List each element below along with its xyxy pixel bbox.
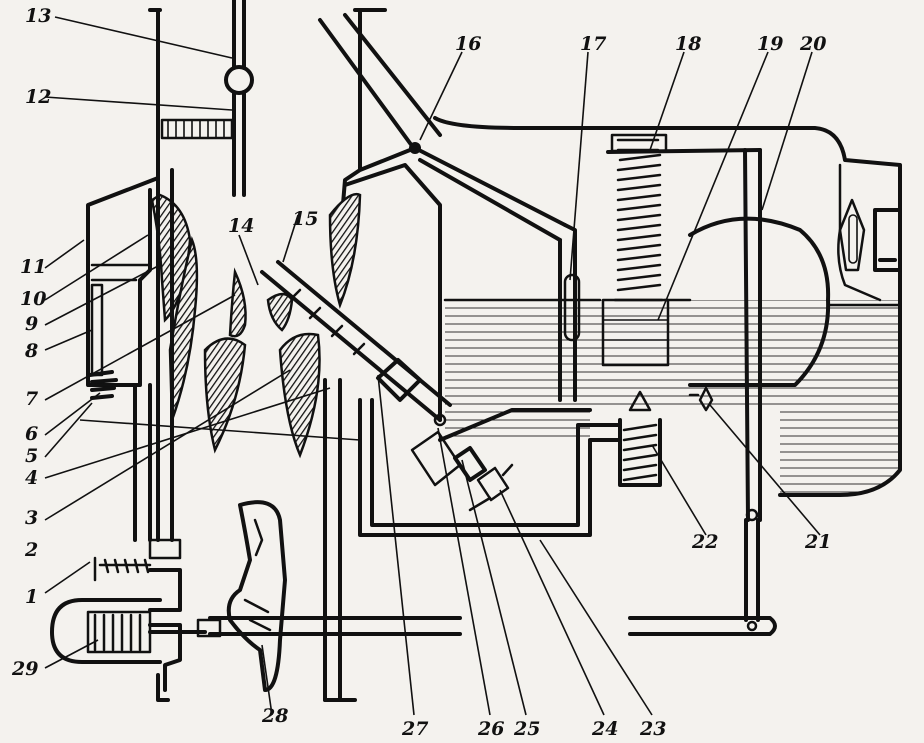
ball-13 [224,65,254,95]
label-12: 12 [25,86,51,108]
label-24: 24 [591,718,618,740]
label-18: 18 [675,33,701,55]
spring-1 [93,556,152,582]
coil-spring-18 [613,138,664,302]
float-chamber-housing [433,116,902,497]
label-17: 17 [580,33,606,55]
piston [601,298,670,367]
label-26: 26 [477,718,504,740]
diffuser-center-lower [203,337,247,454]
vent-valve [838,198,866,272]
label-21: 21 [804,531,831,553]
label-1: 1 [25,586,38,608]
lower-left-block [148,568,182,692]
spring-29 [93,613,142,652]
bottom-rod [208,616,777,636]
throttle-arm-16 [318,13,442,152]
label-15: 15 [292,208,318,230]
label-10: 10 [20,288,46,310]
label-13: 13 [25,5,51,27]
leader-lines [44,16,821,716]
shaft-27 [323,378,342,702]
label-9: 9 [25,313,38,335]
spring-12-coils [167,120,225,138]
jet-24 [476,466,510,502]
float [688,216,831,387]
rod-13 [232,0,246,197]
diffuser-left-lower [168,235,199,421]
label-23: 23 [639,718,666,740]
label-11: 11 [20,256,46,278]
throttle-link [413,146,567,242]
label-28: 28 [261,705,288,727]
label-7: 7 [25,388,38,410]
label-14: 14 [228,215,254,237]
left-chamber-inner [86,188,152,387]
cam-28 [226,500,287,692]
label-8: 8 [24,340,38,362]
rod-20-pin [745,508,759,522]
label-29: 29 [11,658,38,680]
cylinder-29 [50,598,162,664]
label-3: 3 [25,507,38,529]
piston-lines [603,319,668,341]
left-housing-top [86,8,162,267]
atomizer-inner [288,288,366,356]
cam-link [196,618,222,638]
spring-12 [160,118,234,140]
cam-28-detail [243,518,272,632]
label-2: 2 [24,539,38,561]
float-chamber-fuel [445,300,900,495]
vent-plug [873,208,902,272]
jet-26-body [410,430,462,487]
label-27: 27 [401,718,428,740]
label-20: 20 [799,33,826,55]
label-19: 19 [757,33,783,55]
label-22: 22 [691,531,718,553]
diffuser-right-upper [328,192,362,309]
rod-20-lower [744,518,760,622]
idle-rod-coupling [148,538,182,560]
spring-yoke [606,148,762,154]
bottom-left-corner [156,673,357,702]
throttle-body-right [343,163,442,422]
label-16: 16 [455,33,481,55]
channel-to-jet [438,408,592,442]
needle-17 [563,273,581,342]
atomizer-stub [376,358,422,402]
diffuser-center-upper [228,267,247,338]
rod-20 [743,148,762,522]
vent-valve-slot [848,214,858,264]
pump-spring [622,423,658,482]
label-6: 6 [25,423,38,445]
label-5: 5 [25,445,38,467]
needle-valve-21 [688,386,714,412]
idle-rod [133,168,174,542]
fuel-channel [358,398,622,537]
lever-pin [746,620,758,632]
pump-cylinder [618,418,662,487]
label-25: 25 [513,718,540,740]
pump-valve [628,390,652,412]
spring-6 [88,370,118,400]
diffuser-right-lower [278,332,321,459]
label-4: 4 [25,467,38,489]
spring-cap [610,133,668,153]
throttle-link-rod [558,223,577,402]
diffuser-right-small [266,292,294,332]
